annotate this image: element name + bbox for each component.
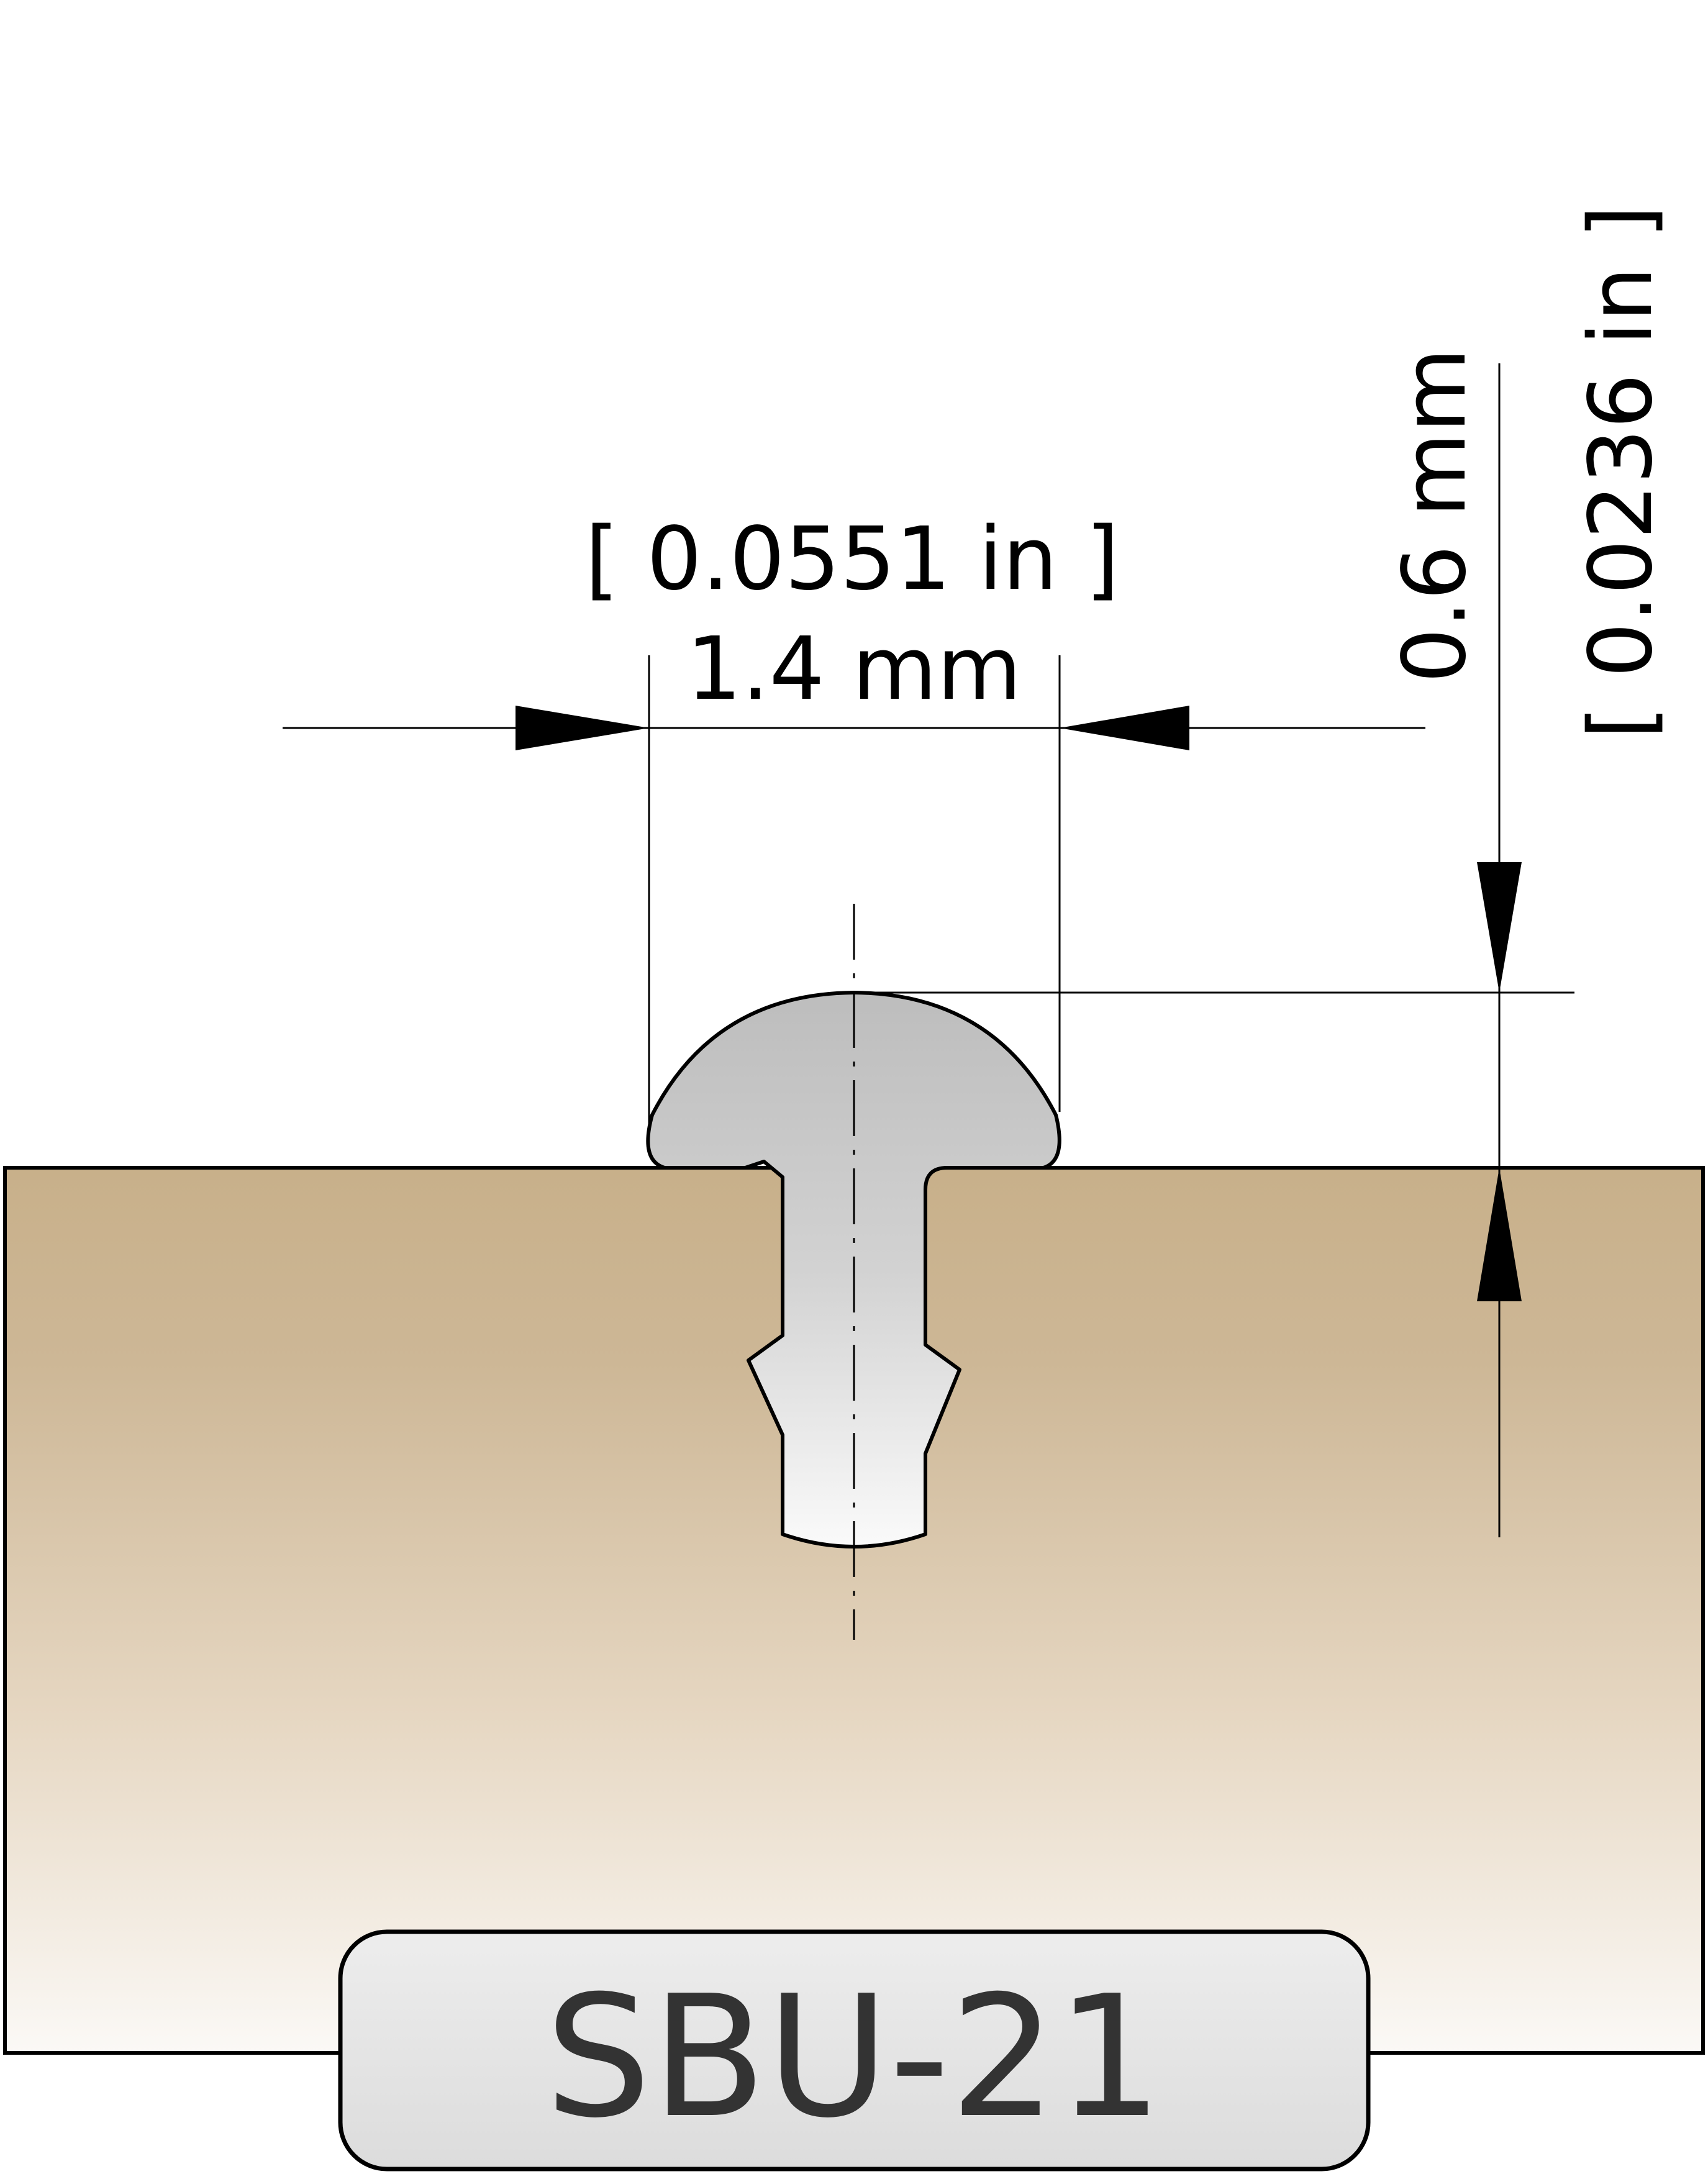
height-arrow-top — [1477, 862, 1522, 993]
width-mm-label: 1.4 mm — [686, 619, 1022, 720]
height-mm-label: 0.6 mm — [1384, 348, 1486, 683]
width-arrow-right — [1060, 706, 1189, 750]
model-label-box — [338, 1929, 1371, 2172]
width-arrow-left — [516, 706, 649, 750]
height-inch-label: [ 0.0236 in ] — [1571, 205, 1672, 739]
height-arrow-bottom — [1477, 1168, 1522, 1301]
model-label: SBU-21 — [545, 1959, 1163, 2155]
width-inch-label: [ 0.0551 in ] — [585, 509, 1119, 610]
